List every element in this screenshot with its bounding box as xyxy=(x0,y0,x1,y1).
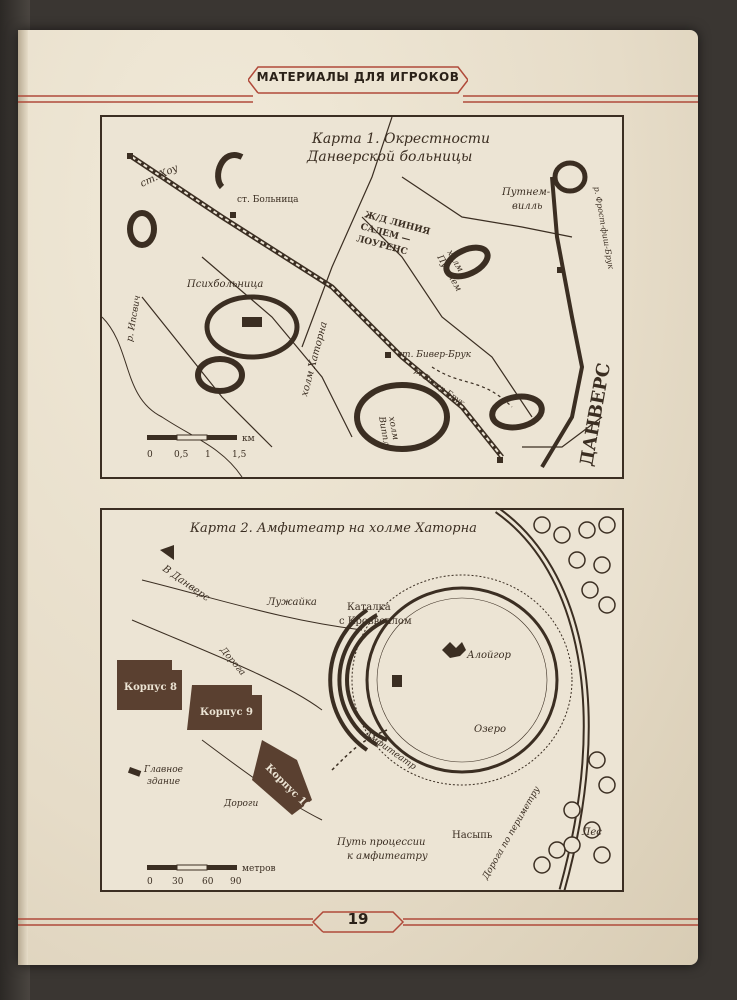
aloygor-icon xyxy=(442,642,466,658)
station-icon xyxy=(127,153,133,159)
label-hill-whipple-1: холм xyxy=(386,416,400,441)
arrow-icon xyxy=(160,545,174,560)
map-2-title: Карта 2. Амфитеатр на холме Хаторна xyxy=(189,521,477,536)
label-main-2: здание xyxy=(147,777,180,787)
label-forest: Лес xyxy=(581,827,602,838)
corpus-9-building xyxy=(187,685,262,730)
header-title: МАТЕРИАЛЫ ДЛЯ ИГРОКОВ xyxy=(256,70,460,84)
map-1-canvas: Карта 1. Окрестности Данверской больницы… xyxy=(101,116,615,478)
corpus-8-building xyxy=(117,660,182,710)
label-road: Дорога xyxy=(217,645,247,678)
label-st-beaver: ст. Бивер-Брук xyxy=(397,350,472,360)
scale-tick: 90 xyxy=(230,877,242,887)
scale-tick: 0 xyxy=(147,877,153,887)
label-main-1: Главное xyxy=(143,765,183,775)
label-gurney-1: Каталка xyxy=(347,602,391,613)
label-to-danvers: В Данверс xyxy=(159,563,211,604)
label-putnemville-1: Путнем- xyxy=(501,187,551,198)
page-number: 19 xyxy=(347,910,369,928)
label-path-2: к амфитеатру xyxy=(347,851,428,862)
label-gurney-2: с Кроввеллом xyxy=(339,616,412,627)
lake xyxy=(365,586,559,774)
main-building-icon xyxy=(127,767,142,777)
scale-tick: 1,5 xyxy=(232,450,247,460)
scale-tick: 0,5 xyxy=(174,450,189,460)
footer-ornament xyxy=(18,911,698,933)
map-1-title-1: Карта 1. Окрестности xyxy=(311,131,490,147)
label-putnemville-2: вилль xyxy=(512,201,542,212)
book-page: МАТЕРИАЛЫ ДЛЯ ИГРОКОВ xyxy=(18,30,698,965)
gurney-icon xyxy=(392,675,402,687)
label-psych: Психбольница xyxy=(186,279,263,290)
label-lawn: Лужайка xyxy=(266,597,317,608)
scale-tick: 1 xyxy=(205,450,211,460)
map-2-scale-bar: 0 30 60 90 метров xyxy=(147,864,276,887)
label-danvers: ДАНВЕРС xyxy=(576,361,615,468)
label-corpus-9: Корпус 9 xyxy=(200,707,253,718)
header-ornament xyxy=(18,95,698,103)
label-corpus-8: Корпус 8 xyxy=(124,682,177,693)
hospital-icon xyxy=(242,317,262,327)
label-path-1: Путь процессии xyxy=(336,837,425,848)
procession-path xyxy=(331,729,388,771)
hill-icon xyxy=(195,356,245,394)
map-2: Карта 2. Амфитеатр на холме Хаторна В Да… xyxy=(100,507,624,892)
hill-hospital-icon xyxy=(204,294,300,360)
scale-unit: км xyxy=(242,434,255,444)
scale-tick: 60 xyxy=(202,877,214,887)
label-river-ipswich: р. Ипсвич xyxy=(125,295,143,343)
map-2-canvas: Карта 2. Амфитеатр на холме Хаторна В Да… xyxy=(117,507,616,891)
road-1 xyxy=(301,116,393,348)
embankment xyxy=(351,574,573,786)
forest xyxy=(533,516,616,874)
hill-putnem-icon xyxy=(443,244,491,280)
page-spine-shadow xyxy=(18,30,28,965)
map-1-title-2: Данверской больницы xyxy=(306,149,472,165)
amphitheater-seats xyxy=(328,608,388,752)
map-1: Карта 1. Окрестности Данверской больницы… xyxy=(100,115,624,479)
label-aloygor: Алойгор xyxy=(466,650,511,661)
scale-tick: 0 xyxy=(147,450,153,460)
label-river-frost: р. Фрост-фиш-Брук xyxy=(592,186,615,270)
road-2 xyxy=(201,256,353,438)
header-bracket xyxy=(248,66,468,94)
map-1-scale-bar: 0 0,5 1 1,5 км xyxy=(147,434,255,460)
scale-tick: 30 xyxy=(172,877,184,887)
railway-east xyxy=(540,176,585,469)
corpus-10-building xyxy=(252,740,312,815)
label-lake: Озеро xyxy=(474,724,506,735)
scale-unit: метров xyxy=(242,864,276,874)
hill-whipple-icon xyxy=(354,382,450,452)
label-roads: Дороги xyxy=(223,799,258,809)
label-embankment: Насыпь xyxy=(452,830,493,841)
label-hill-hathorne: холм Хаторна xyxy=(299,320,330,397)
label-st-bolnitsa: ст. Больница xyxy=(237,195,299,205)
